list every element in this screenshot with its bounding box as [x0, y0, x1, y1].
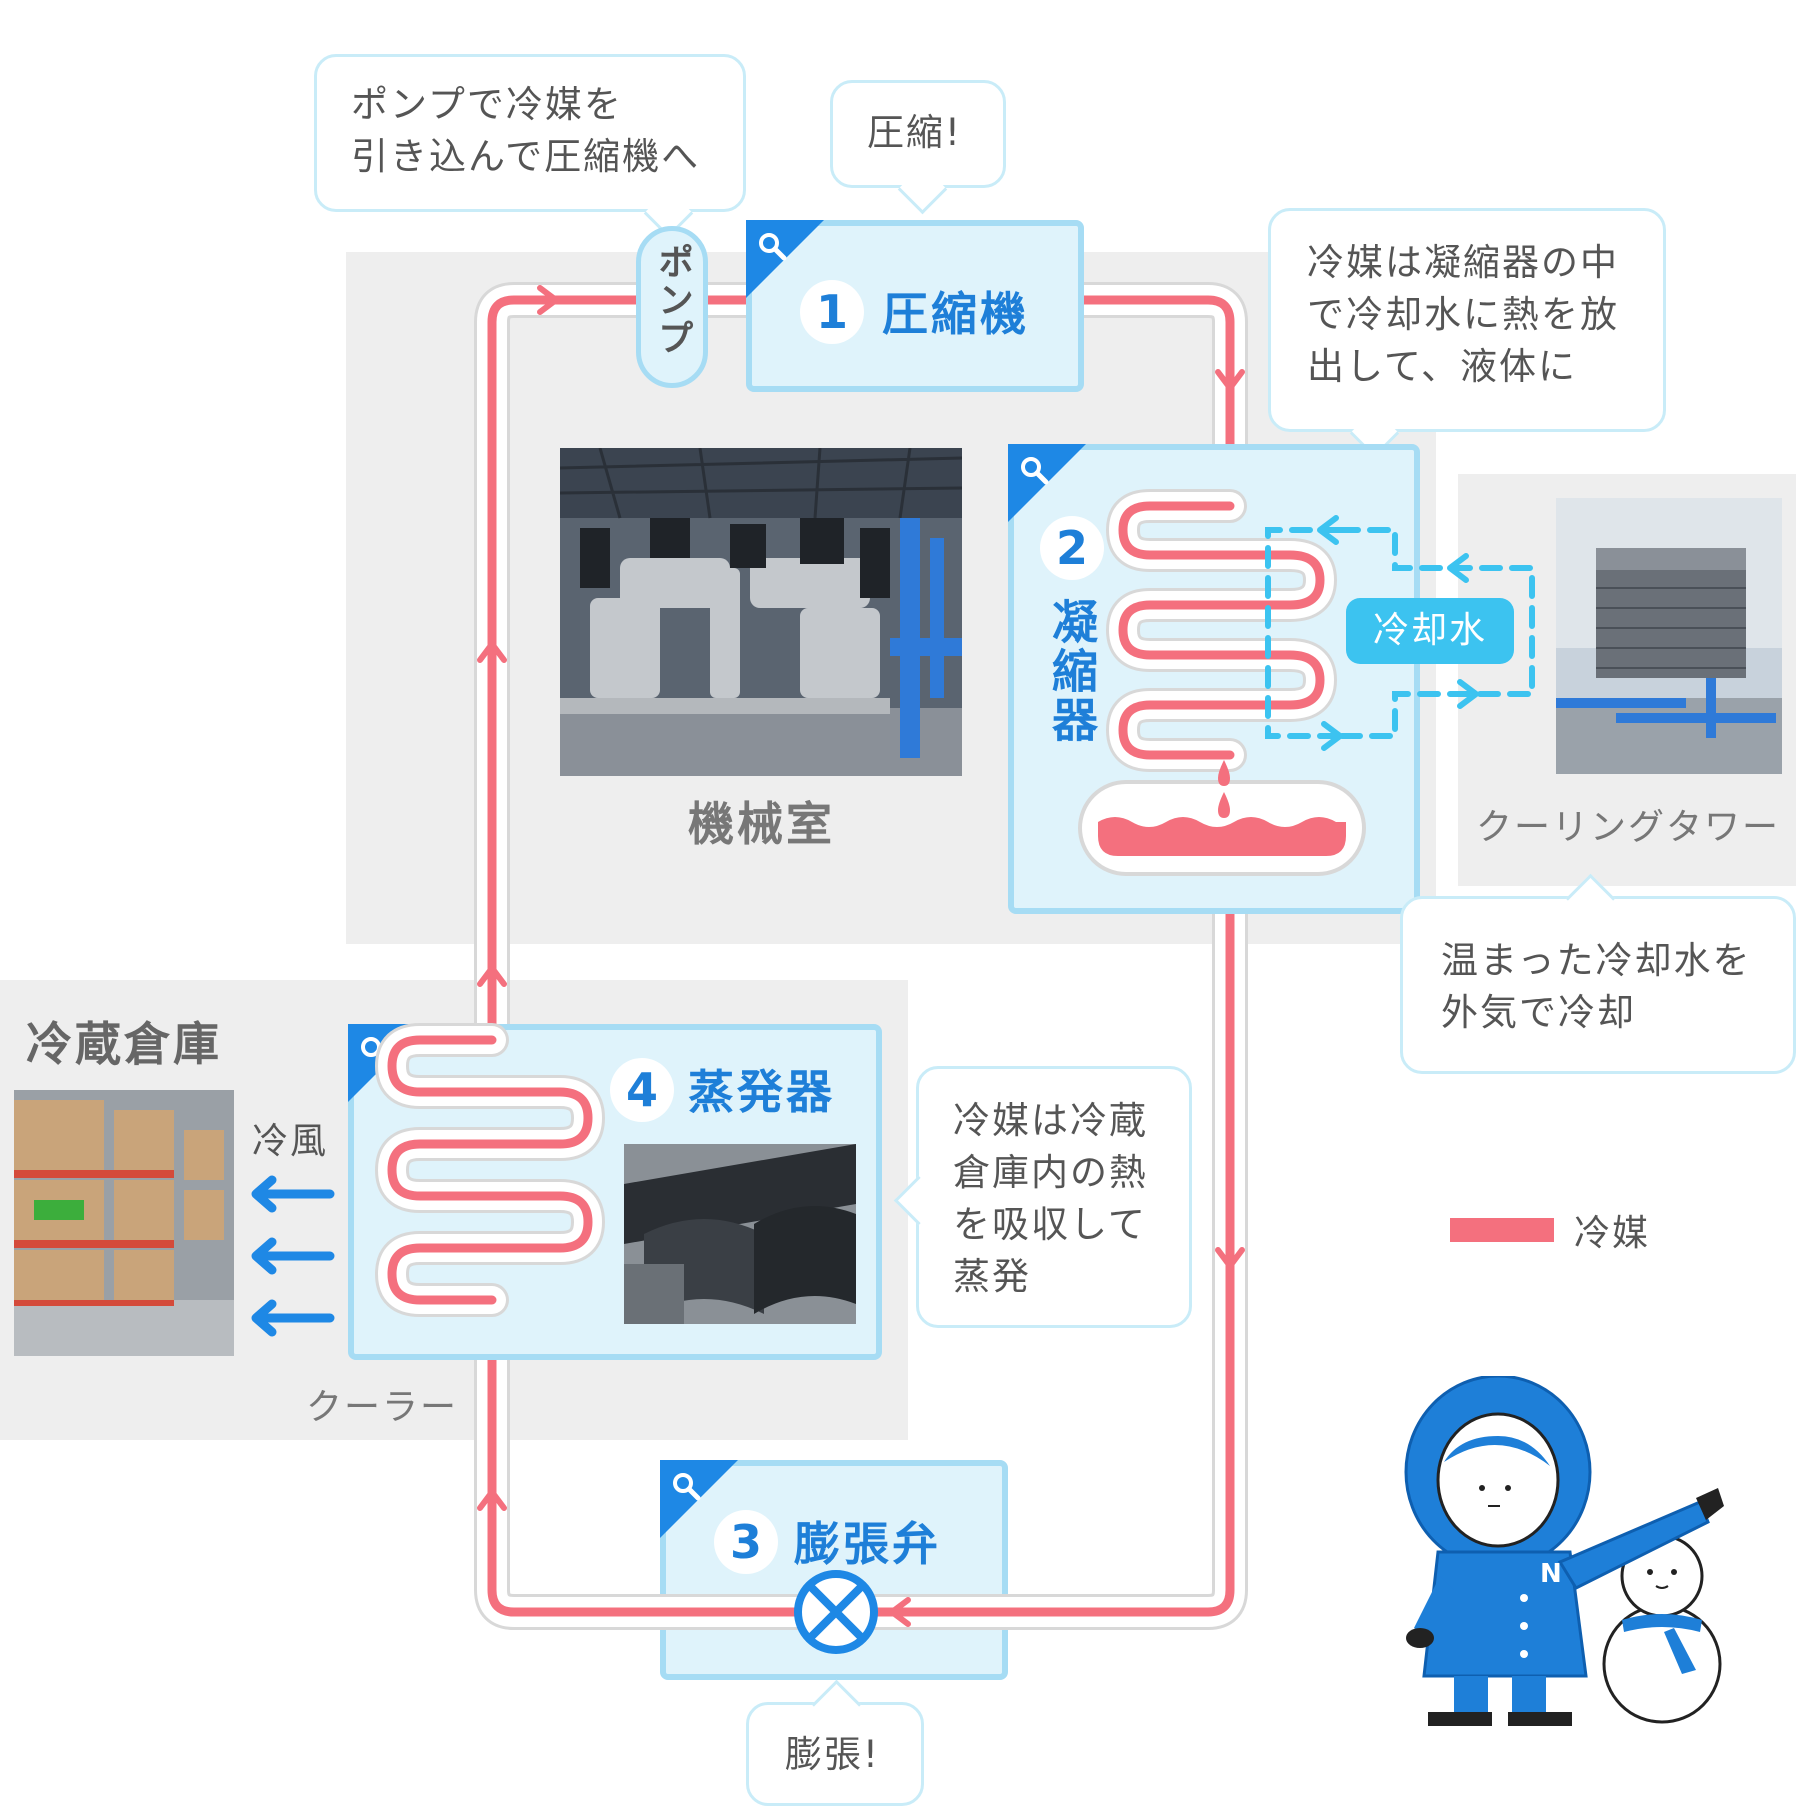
cooling-tower-photo: [1556, 498, 1782, 774]
pump-bubble: ポンプで冷媒を 引き込んで圧縮機へ: [314, 54, 746, 239]
expansion-bubble: 膨張!: [746, 1679, 924, 1806]
condenser-bubble-text: 冷媒は凝縮器の中 で冷却水に熱を放 出して、液体に: [1307, 241, 1619, 388]
legend-swatch: [1450, 1218, 1554, 1242]
evaporator-number: 4: [610, 1058, 674, 1122]
evaporator-photo: [624, 1144, 856, 1324]
pump-label: ポンプ: [652, 243, 693, 357]
cooling-tower-bubble-text: 温まった冷却水を 外気で冷却: [1441, 939, 1752, 1034]
wind-label: 冷風: [252, 1121, 329, 1162]
pump-bubble-text: ポンプで冷媒を 引き込んで圧縮機へ: [351, 83, 701, 178]
condenser-tank: [1078, 760, 1366, 876]
search-icon: [759, 233, 787, 261]
cooling-tower-bubble: 温まった冷却水を 外気で冷却: [1400, 873, 1796, 1074]
pump[interactable]: ポンプ: [636, 226, 708, 388]
legend: 冷媒: [1450, 1200, 1750, 1260]
machine-room-photo: [560, 448, 962, 776]
search-icon: [673, 1473, 701, 1501]
expansion-bubble-text: 膨張!: [785, 1733, 880, 1776]
cooler-label: クーラー: [306, 1387, 459, 1428]
cooling-water-label: 冷却水: [1346, 598, 1514, 664]
evaporator-bubble: 冷媒は冷蔵 倉庫内の熱 を吸収して 蒸発: [893, 1066, 1192, 1328]
search-icon: [1021, 457, 1049, 485]
warehouse-title: 冷蔵倉庫: [26, 1017, 222, 1071]
evaporator-bubble-text: 冷媒は冷蔵 倉庫内の熱 を吸収して 蒸発: [953, 1099, 1148, 1298]
machine-room-label: 機械室: [688, 797, 835, 851]
mascot-illustration: N: [1404, 1376, 1724, 1726]
expansion-valve-number: 3: [714, 1510, 778, 1574]
person-icon: N: [1404, 1376, 1724, 1726]
warehouse-photo: [14, 1090, 234, 1356]
svg-text:N: N: [1540, 1559, 1562, 1589]
valve-symbol: [794, 1570, 878, 1654]
condenser-number: 2: [1040, 516, 1104, 580]
condenser-title: 凝縮器: [1045, 598, 1099, 745]
expansion-valve-title: 膨張弁: [794, 1517, 941, 1571]
legend-label: 冷媒: [1574, 1213, 1651, 1254]
evaporator-title: 蒸発器: [688, 1065, 835, 1119]
condenser-bubble: 冷媒は凝縮器の中 で冷却水に熱を放 出して、液体に: [1268, 208, 1666, 459]
flow-arrows: [477, 285, 1245, 1627]
cooling-tower-label: クーリングタワー: [1476, 807, 1781, 848]
cooling-water-text: 冷却水: [1372, 610, 1487, 651]
compressor-title: 圧縮機: [882, 287, 1029, 341]
compressor-bubble-text: 圧縮!: [867, 111, 962, 154]
cold-wind-arrows: [251, 1175, 335, 1337]
compressor-bubble: 圧縮!: [830, 80, 1006, 215]
expansion-valve-box[interactable]: 3 膨張弁: [660, 1460, 1008, 1680]
compressor-box[interactable]: 1 圧縮機: [746, 220, 1084, 392]
compressor-number: 1: [800, 280, 864, 344]
